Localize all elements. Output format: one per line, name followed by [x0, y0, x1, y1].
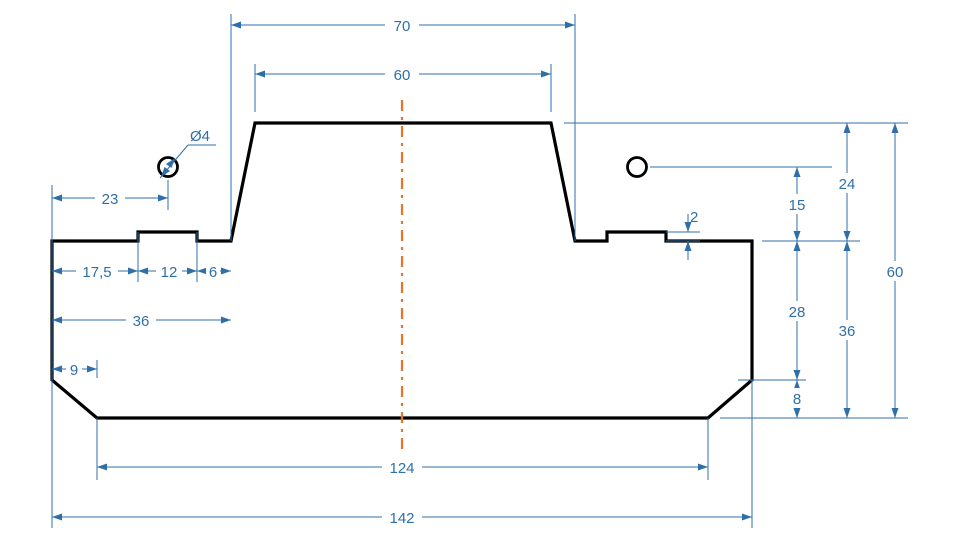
extension-lines: [51, 14, 908, 528]
dim-hole-diameter-label: Ø4: [190, 128, 210, 145]
dim-12-label: 12: [161, 264, 178, 281]
dim-60-top: 60: [255, 64, 551, 84]
dim-2: 2: [684, 209, 698, 260]
dim-9: 9: [52, 359, 97, 379]
dim-60-vertical-label: 60: [887, 264, 904, 281]
dim-70: 70: [231, 15, 575, 35]
dim-15: 15: [783, 167, 811, 241]
dim-24-label: 24: [839, 176, 856, 193]
dim-60-top-label: 60: [394, 67, 411, 84]
hole-right: [626, 156, 648, 178]
dim-124-label: 124: [389, 460, 414, 477]
dim-15-label: 15: [789, 197, 806, 214]
dim-17-5-label: 17,5: [82, 264, 111, 281]
dim-28: 28: [783, 241, 811, 380]
dim-28-label: 28: [789, 304, 806, 321]
dim-hole-diameter: Ø4: [159, 128, 216, 179]
dim-36-horizontal-label: 36: [133, 313, 150, 330]
dim-36-horizontal: 36: [52, 310, 231, 330]
dim-6-label: 6: [209, 264, 217, 281]
dim-step-row: 17,5 12 6: [52, 261, 231, 281]
dim-142-label: 142: [389, 510, 414, 527]
dim-9-label: 9: [70, 362, 78, 379]
dim-70-label: 70: [394, 18, 411, 35]
dim-24: 24: [833, 123, 861, 241]
dim-23: 23: [52, 188, 168, 208]
dim-2-label: 2: [690, 209, 698, 226]
dim-8-label: 8: [793, 391, 801, 408]
dim-23-label: 23: [102, 191, 119, 208]
dim-36-vertical-label: 36: [839, 323, 856, 340]
dim-142: 142: [52, 507, 752, 527]
dim-60-vertical: 60: [881, 123, 909, 418]
dim-36-vertical: 36: [833, 241, 861, 418]
dim-124: 124: [97, 457, 708, 477]
dim-8: 8: [788, 380, 806, 418]
